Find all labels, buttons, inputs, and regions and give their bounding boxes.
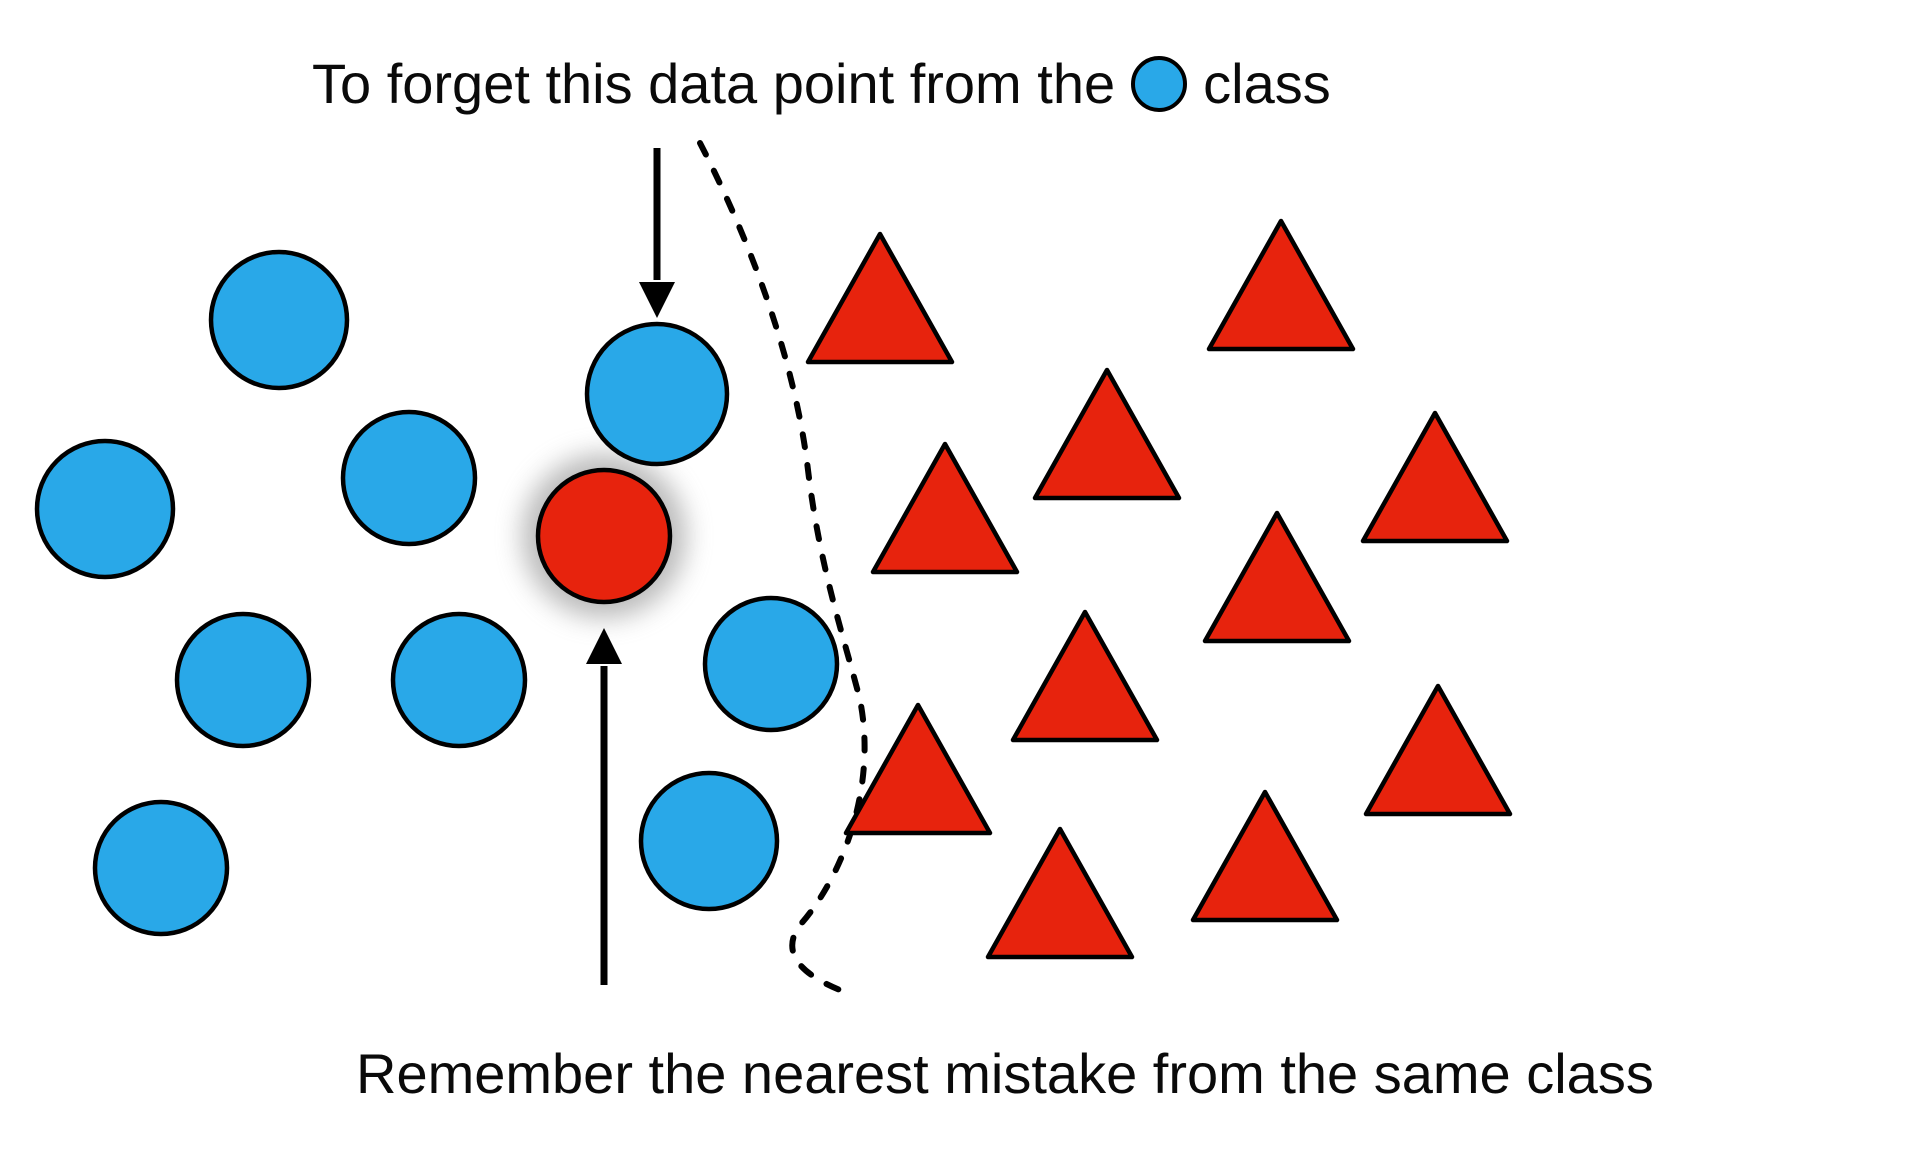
- blue-circle-3: [340, 409, 478, 547]
- red-mistake-circle: [535, 467, 673, 605]
- blue-circle-7: [702, 595, 840, 733]
- red-triangle-1: [805, 231, 955, 365]
- blue-circle-to-forget: [584, 321, 730, 467]
- blue-circle-6: [390, 611, 528, 749]
- bottom-annotation: Remember the nearest mistake from the sa…: [356, 1042, 1654, 1106]
- blue-class-icon: [1131, 56, 1188, 113]
- red-triangle-8: [1363, 683, 1513, 817]
- shapes-layer: [34, 218, 1513, 960]
- top-annotation-prefix: To forget this data point from the: [312, 52, 1116, 115]
- blue-circle-2: [34, 438, 176, 580]
- blue-circle-5: [174, 611, 312, 749]
- red-triangle-6: [1202, 510, 1352, 644]
- red-triangle-7: [1010, 609, 1160, 743]
- blue-circle-1: [208, 249, 350, 391]
- top-annotation: To forget this data point from the class: [312, 52, 1331, 116]
- blue-circle-9: [638, 770, 780, 912]
- forget-arrow-head-icon: [639, 282, 675, 318]
- remember-arrow-head-icon: [586, 628, 622, 664]
- top-annotation-suffix: class: [1203, 52, 1331, 115]
- decision-boundary: [697, 140, 868, 995]
- arrows-layer: [586, 148, 675, 985]
- red-triangle-2: [1206, 218, 1356, 352]
- red-triangle-10: [1190, 789, 1340, 923]
- red-triangle-9: [843, 702, 993, 836]
- blue-circle-8: [92, 799, 230, 937]
- red-triangle-5: [870, 441, 1020, 575]
- bottom-annotation-text: Remember the nearest mistake from the sa…: [356, 1042, 1654, 1105]
- boundary-layer: [697, 140, 868, 995]
- red-triangle-4: [1360, 410, 1510, 544]
- red-triangle-11: [985, 826, 1135, 960]
- red-triangle-3: [1032, 367, 1182, 501]
